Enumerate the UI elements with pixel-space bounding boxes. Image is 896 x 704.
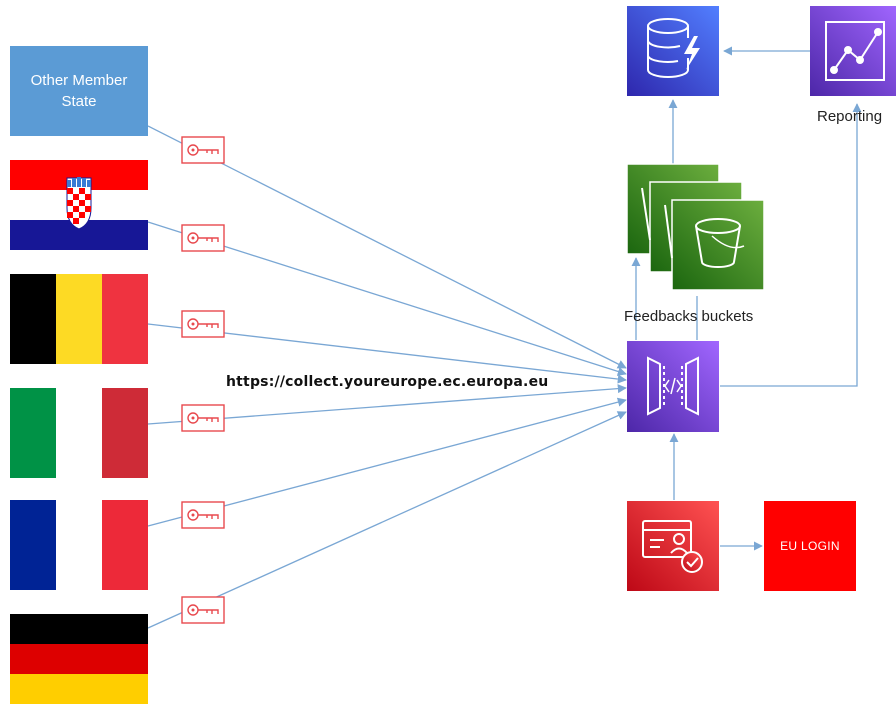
api-gateway-service <box>627 341 719 432</box>
croatia-coat-of-arms <box>66 177 92 230</box>
flag-france <box>10 500 148 590</box>
feedback-buckets <box>626 163 765 291</box>
api-key-icon <box>181 224 225 252</box>
api-key-icon <box>181 596 225 624</box>
reporting-service <box>810 6 896 96</box>
other-member-state-box: Other Member State <box>10 46 148 136</box>
eu-login-label: EU LOGIN <box>780 539 840 553</box>
connection-italy <box>147 384 627 425</box>
api-key-badges <box>181 136 225 624</box>
source-connections <box>147 125 627 629</box>
feedback-buckets-label: Feedbacks buckets <box>624 308 754 325</box>
flag-croatia <box>10 160 148 250</box>
eu-login-box: EU LOGIN <box>764 501 856 591</box>
service-connections <box>631 46 862 551</box>
api-gateway-icon <box>647 356 699 416</box>
connection-germany <box>147 411 627 629</box>
database-service <box>627 6 719 96</box>
flag-germany <box>10 614 148 704</box>
connection-belgium <box>147 323 627 384</box>
identity-verification-icon <box>642 520 703 573</box>
identity-service <box>627 501 719 591</box>
api-key-icon <box>181 310 225 338</box>
connection-france <box>147 397 627 527</box>
reporting-label: Reporting <box>817 108 883 125</box>
s3-bucket-icon <box>641 187 745 268</box>
connection-croatia <box>147 221 627 376</box>
database-lightning-icon <box>647 18 700 78</box>
connection-other-member-state <box>147 125 627 369</box>
reporting-chart-icon <box>825 21 885 81</box>
connection-api-to-reporting <box>720 103 862 387</box>
other-member-state-label: Other Member State <box>30 72 128 110</box>
api-key-icon <box>181 136 225 164</box>
api-key-icon <box>181 404 225 432</box>
flag-italy <box>10 388 148 478</box>
flag-belgium <box>10 274 148 364</box>
endpoint-url-label: https://collect.youreurope.ec.europa.eu <box>226 374 549 390</box>
api-key-icon <box>181 501 225 529</box>
